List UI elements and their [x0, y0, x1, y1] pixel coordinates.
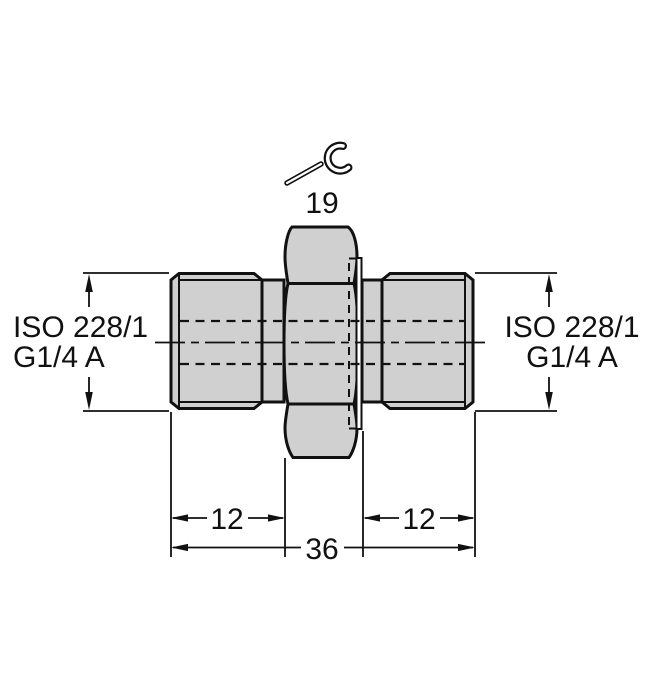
wrench-size-label: 19: [305, 187, 338, 220]
overall-length-dimension: [171, 543, 475, 552]
left-thread-length-dimension: [171, 514, 285, 522]
wrench-icon: [284, 141, 353, 186]
right-port-thread-label: G1/4 A: [526, 341, 618, 374]
overall-length-value: 36: [305, 533, 338, 566]
left-thread-length-value: 12: [210, 503, 243, 536]
right-neck: [360, 278, 384, 404]
left-diameter-dimension: [83, 272, 169, 412]
left-port-thread-label: G1/4 A: [13, 341, 105, 374]
right-port-standard-label: ISO 228/1: [504, 311, 639, 344]
right-threaded-stud: [380, 272, 475, 410]
left-neck: [260, 278, 286, 404]
left-port-standard-label: ISO 228/1: [13, 311, 148, 344]
washer-face: [355, 257, 363, 430]
left-threaded-stud: [169, 272, 264, 410]
bottom-dimension-extension-lines: [170, 412, 476, 557]
right-diameter-dimension: [475, 272, 557, 412]
right-thread-length-value: 12: [402, 503, 435, 536]
right-thread-length-dimension: [363, 514, 475, 522]
